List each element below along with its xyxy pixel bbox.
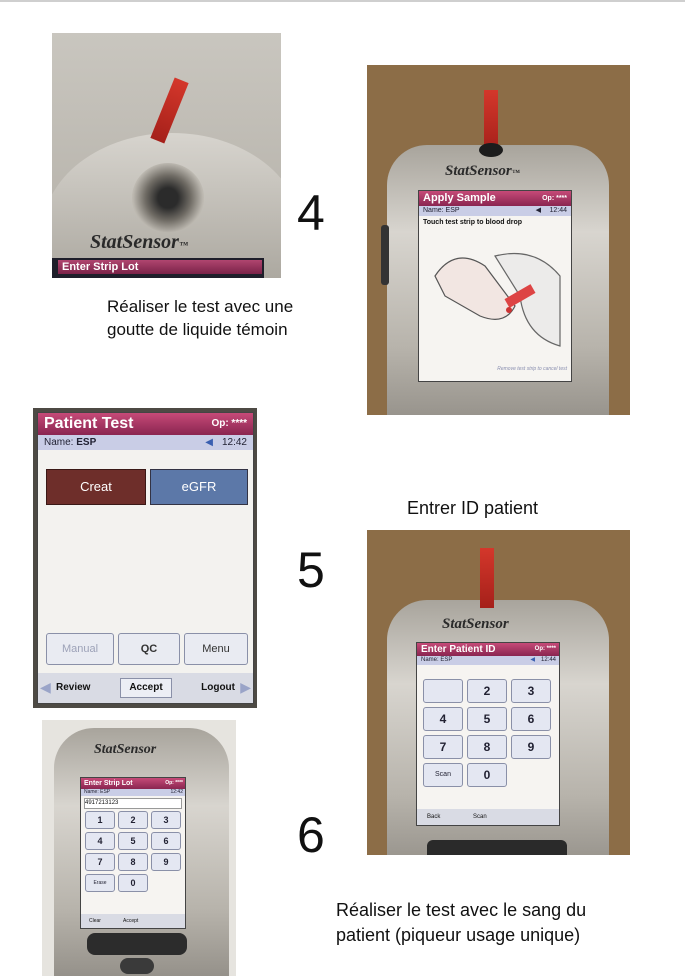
caption-patient-blood: Réaliser le test avec le sang du patient… (336, 898, 586, 948)
accept-button[interactable]: Accept (120, 678, 172, 698)
accept-button[interactable]: Accept (123, 918, 139, 924)
speaker-icon: ◀ (535, 207, 541, 214)
operator-label: Op: **** (534, 646, 556, 652)
step-number-5: 5 (297, 542, 325, 598)
clock-time: 12:42 (170, 789, 183, 795)
name-bar: Name: ESP ◀ 12:44 (417, 656, 559, 665)
chevron-right-icon[interactable]: ▶ (240, 679, 251, 695)
chevron-left-icon[interactable]: ◀ (40, 679, 51, 695)
keypad-key[interactable]: 9 (511, 735, 551, 759)
device-side-button (381, 225, 389, 285)
keypad-key[interactable]: 5 (118, 832, 148, 850)
device-brand: StatSensor™ (90, 231, 188, 253)
photo-strip-insertion: StatSensor™ Enter Strip Lot (52, 33, 281, 278)
keypad-key[interactable]: 0 (467, 763, 507, 787)
title-bar: Patient Test Op: **** (38, 413, 253, 435)
keypad-key[interactable]: 4 (85, 832, 115, 850)
top-rule (0, 0, 685, 2)
photo-apply-sample: StatSensor™ Apply Sample Op: **** Name: … (367, 65, 630, 415)
creat-button[interactable]: Creat (46, 469, 146, 505)
clock-time: 12:44 (540, 657, 556, 663)
logout-button[interactable]: Logout (201, 682, 235, 693)
caption-line: Réaliser le test avec le sang du (336, 900, 587, 920)
review-button[interactable]: Review (56, 682, 91, 693)
caption-enter-patient-id: Entrer ID patient (407, 498, 539, 518)
name-label: Name: (44, 437, 77, 448)
patient-name: Name: ESP (421, 657, 453, 663)
operator-label: Op: **** (165, 780, 183, 786)
device-brand: StatSensor (94, 742, 157, 757)
instruction-text: Touch test strip to blood drop (423, 219, 523, 226)
name-bar: Name: ESP ◀ 12:44 (419, 206, 571, 216)
bottom-nav: Clear Accept (81, 914, 185, 928)
device-power-button (120, 958, 154, 974)
device-screen-edge: Enter Strip Lot (52, 258, 264, 278)
operator-label: Op: **** (211, 418, 247, 429)
speaker-icon: ◀ (530, 657, 535, 663)
screen-title: Patient Test (44, 415, 134, 432)
device-nav-buttons (427, 840, 567, 855)
photo-enter-patient-id: StatSensor Enter Patient ID Op: **** Nam… (367, 530, 630, 855)
cancel-hint: Remove test strip to cancel test (497, 366, 567, 372)
device-nav-buttons (87, 933, 187, 955)
finger-illustration (434, 252, 561, 347)
caption-line: Réaliser le test avec une (107, 297, 294, 316)
title-bar: Apply Sample Op: **** (419, 191, 571, 206)
keypad-key[interactable]: 6 (511, 707, 551, 731)
patient-name: Name: ESP (423, 207, 460, 214)
strip-port (132, 163, 204, 233)
test-strip (480, 548, 494, 608)
caption-line: patient (piqueur usage unique) (336, 925, 581, 945)
device-brand: StatSensor™ (445, 163, 520, 179)
clear-button[interactable]: Clear (89, 918, 101, 924)
test-strip (484, 90, 498, 152)
device-screen: Apply Sample Op: **** Name: ESP ◀ 12:44 … (418, 190, 572, 382)
screen-title: Enter Strip Lot (58, 260, 262, 274)
step-number-4: 4 (297, 185, 325, 241)
bottom-nav: Back Scan (417, 809, 559, 825)
egfr-button[interactable]: eGFR (150, 469, 248, 505)
manual-button[interactable]: Manual (46, 633, 114, 665)
title-bar: Enter Patient ID Op: **** (417, 643, 559, 656)
strip-port (479, 143, 503, 157)
keypad-key[interactable]: 8 (467, 735, 507, 759)
keypad-key[interactable]: 7 (85, 853, 115, 871)
title-bar: Enter Strip Lot Op: **** (81, 778, 185, 789)
keypad-key[interactable]: 9 (151, 853, 181, 871)
scan-key[interactable]: Scan (423, 763, 463, 787)
device-brand: StatSensor (442, 616, 509, 632)
operator-label: Op: **** (542, 195, 567, 202)
keypad-key[interactable]: 3 (511, 679, 551, 703)
bottom-nav: ◀ Review Accept Logout ▶ (38, 673, 253, 703)
keypad-key[interactable]: 7 (423, 735, 463, 759)
screen-title: Enter Patient ID (421, 644, 496, 655)
patient-name: ESP (76, 437, 97, 448)
name-bar: Name: ESP ◀ 12:42 (38, 435, 253, 450)
keypad-key[interactable]: 2 (467, 679, 507, 703)
keypad-key[interactable]: 5 (467, 707, 507, 731)
photo-enter-strip-lot: StatSensor Enter Strip Lot Op: **** Name… (42, 720, 236, 976)
device-screen: Patient Test Op: **** Name: ESP ◀ 12:42 … (37, 412, 254, 704)
scan-button[interactable]: Scan (473, 814, 487, 820)
screen-title: Enter Strip Lot (84, 780, 133, 787)
name-bar: Name: ESP 12:42 (81, 789, 185, 796)
clock-time: 12:44 (549, 207, 567, 214)
caption-line: goutte de liquide témoin (107, 320, 288, 339)
caption-control-solution: Réaliser le test avec une goutte de liqu… (107, 295, 293, 341)
speaker-icon: ◀ (205, 437, 213, 448)
photo-patient-test-screen: Patient Test Op: **** Name: ESP ◀ 12:42 … (33, 408, 257, 708)
back-button[interactable]: Back (427, 814, 441, 820)
clock-time: 12:42 (221, 437, 247, 448)
patient-name: Name: ESP (84, 789, 111, 795)
keypad-key[interactable]: 1 (85, 811, 115, 829)
keypad-key[interactable]: 6 (151, 832, 181, 850)
keypad-key[interactable]: 8 (118, 853, 148, 871)
screen-title: Apply Sample (423, 192, 496, 204)
step-number-6: 6 (297, 807, 325, 863)
erase-key[interactable]: Erase (85, 874, 115, 892)
keypad-key[interactable]: 0 (118, 874, 148, 892)
